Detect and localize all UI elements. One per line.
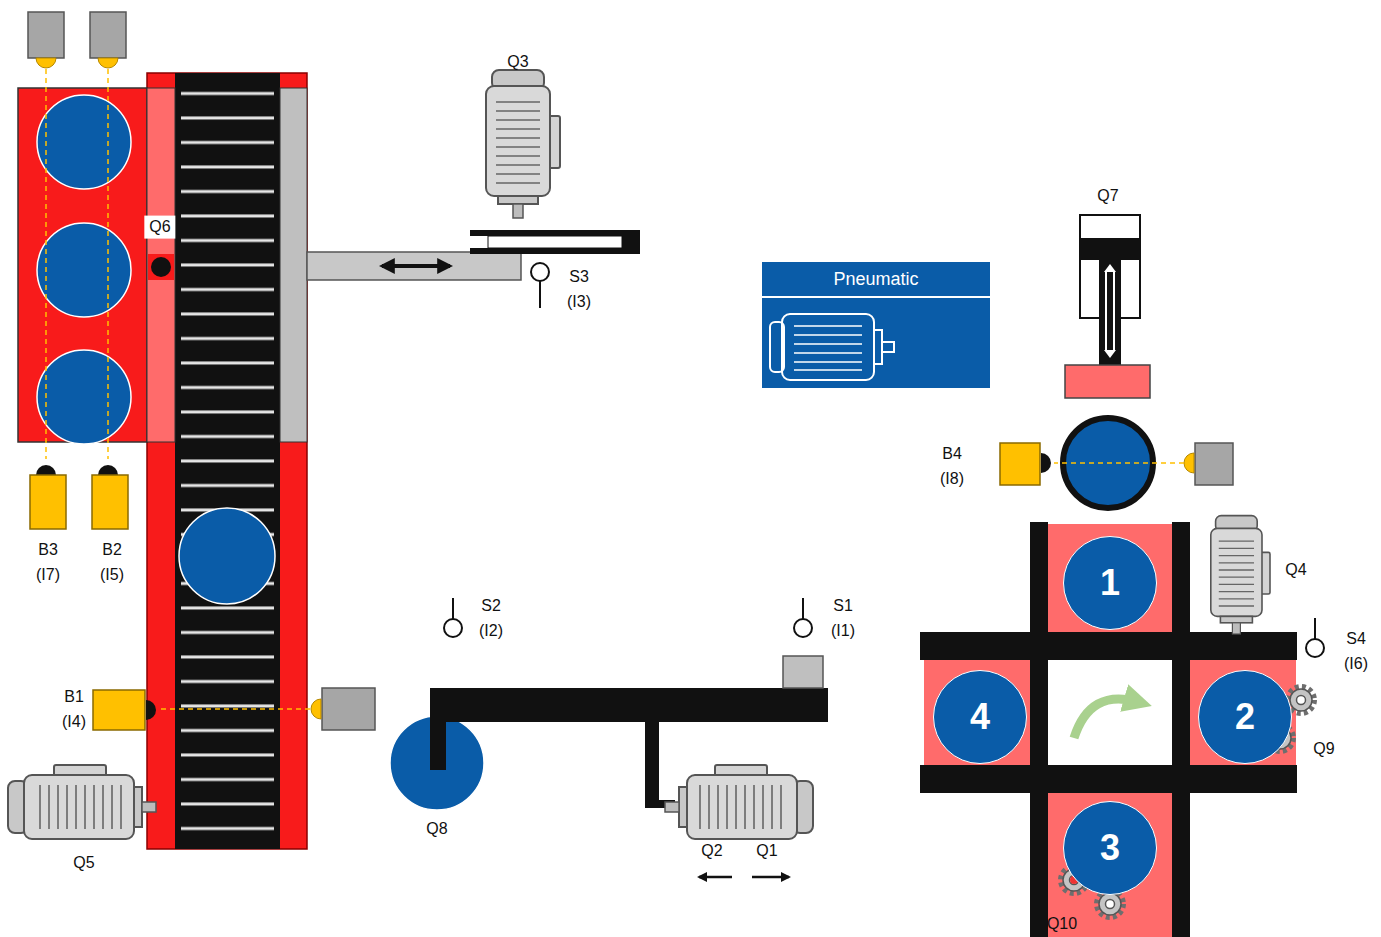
device-label: Q7 [1097,184,1118,209]
device-label: Q3 [507,50,528,75]
station-circle: 3 [1063,801,1157,895]
device-label: S2 (I2) [479,594,503,644]
device-label: S4 (I6) [1344,627,1368,677]
device-label: B3 (I7) [36,538,60,588]
device-label: B2 (I5) [100,538,124,588]
device-label: Q8 [426,817,447,842]
station-number: 4 [970,699,990,735]
device-label: B1 (I4) [62,685,86,735]
valve-tag: Q6 [144,216,175,239]
station-number: 1 [1100,565,1120,601]
device-label: Q10 [1047,912,1077,937]
station-circle: 4 [933,670,1027,764]
device-label: Q2 [701,839,722,864]
device-label: Q1 [756,839,777,864]
station-number: 2 [1235,699,1255,735]
device-label: Q4 [1285,558,1306,583]
pneumatic-panel: Pneumatic [762,262,990,388]
panel-title: Pneumatic [833,262,918,296]
station-number: 3 [1100,830,1120,866]
station-circle: 2 [1198,670,1292,764]
device-label: B4 (I8) [940,442,964,492]
device-label: S1 (I1) [831,594,855,644]
station-circle: 1 [1063,536,1157,630]
device-label: S3 (I3) [567,265,591,315]
device-label: Q9 [1313,737,1334,762]
device-label: Q5 [73,851,94,876]
